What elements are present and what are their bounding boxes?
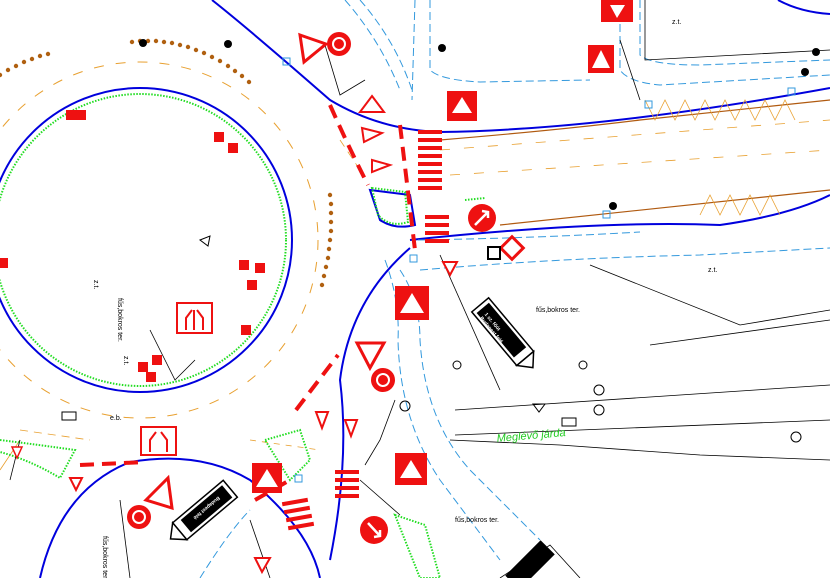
lane-signs — [140, 302, 213, 456]
direction-board-south — [505, 540, 555, 578]
give-way-lines — [79, 104, 417, 502]
grass-label-southwest: fűs,bokros ter. — [101, 536, 108, 578]
give-way-triangles — [10, 32, 459, 575]
splitter-islands — [0, 186, 486, 578]
black-posts — [139, 39, 820, 210]
grass-label-south: fűs,bokros ter. — [455, 517, 499, 524]
survey-lines — [9, 0, 830, 578]
zt-label-east: z.t. — [708, 267, 717, 274]
tree-row — [0, 38, 334, 288]
direction-board-east — [470, 296, 535, 369]
crosswalk-south — [281, 470, 359, 531]
direction-board-southwest — [169, 479, 239, 541]
roundabout-signs — [127, 32, 496, 544]
crosswalk-north — [418, 130, 449, 243]
zt-label-island-2: z.t. — [122, 356, 129, 365]
eb-label: e.b. — [110, 415, 122, 422]
zt-label-northeast: z.t. — [672, 19, 681, 26]
small-red-signs — [0, 110, 265, 382]
curb-lines — [199, 0, 830, 578]
brown-edge — [439, 99, 830, 226]
zt-label-island: z.t. — [92, 280, 99, 289]
existing-sidewalk-label: Meglévő járda — [496, 427, 566, 445]
drains — [282, 57, 796, 483]
grass-label-east: fűs,bokros ter. — [536, 307, 580, 314]
misc-symbols — [61, 235, 802, 443]
diamond-signs — [252, 0, 633, 493]
grass-label-island: fűs,bokros ter. — [116, 298, 123, 342]
central-island — [0, 61, 319, 419]
hatch-area — [0, 99, 830, 471]
